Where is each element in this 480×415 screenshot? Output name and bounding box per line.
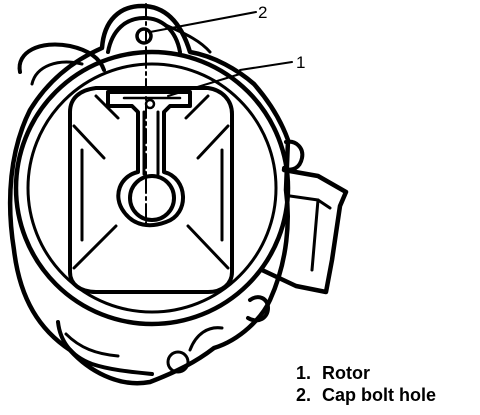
legend-number: 1.	[296, 363, 312, 383]
callout-1: 1	[296, 53, 305, 72]
distributor-housing	[7, 3, 291, 386]
legend-item-cap-bolt-hole: 2. Cap bolt hole	[296, 384, 436, 406]
housing-rim-outer	[13, 49, 291, 327]
legend-item-rotor: 1. Rotor	[296, 362, 436, 384]
housing-rim-inner	[26, 62, 278, 314]
side-connector	[259, 167, 349, 295]
legend-label: Cap bolt hole	[322, 385, 436, 405]
leader-line-1	[167, 61, 293, 97]
housing-left-ear	[17, 42, 106, 74]
housing-bottom-lobe	[56, 320, 154, 376]
chamber-ribs	[72, 94, 230, 270]
legend: 1. Rotor 2. Cap bolt hole	[296, 362, 436, 406]
callout-2: 2	[258, 3, 267, 22]
rotor-chamber	[68, 86, 234, 294]
bolt-ear	[106, 16, 182, 54]
legend-number: 2.	[296, 385, 312, 405]
lower-boss	[246, 295, 270, 323]
legend-label: Rotor	[322, 363, 370, 383]
upper-boss	[282, 139, 305, 172]
cap-bolt-hole	[135, 27, 153, 45]
leader-line-2	[149, 11, 257, 33]
rotor	[106, 90, 192, 228]
